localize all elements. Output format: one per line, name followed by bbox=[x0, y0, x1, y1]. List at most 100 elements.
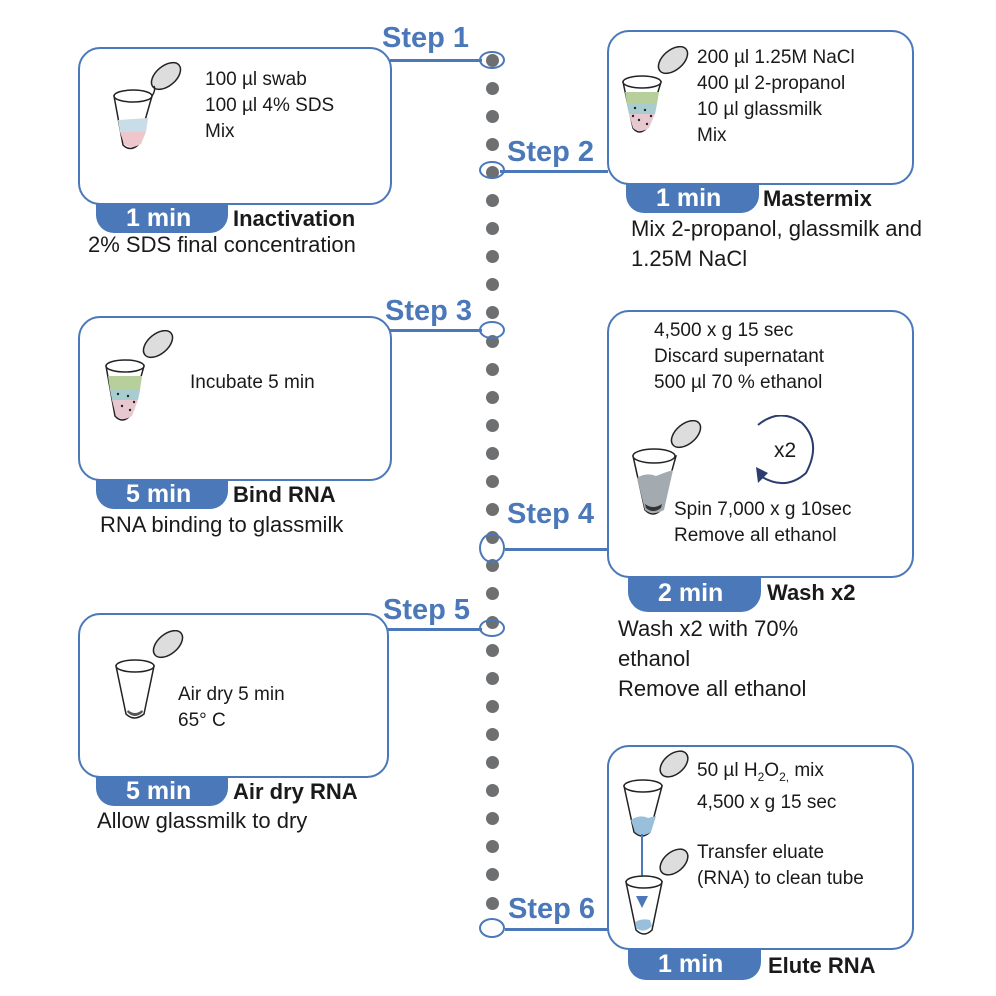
step-6-label: Step 6 bbox=[508, 893, 596, 925]
instruction-line: Mix bbox=[697, 125, 727, 146]
instruction-line: 200 µl 1.25M NaCl bbox=[697, 47, 855, 68]
tube-pink-blue-liquid-icon bbox=[113, 61, 182, 150]
instruction-line: 10 µl glassmilk bbox=[697, 99, 822, 120]
step-6-instructions-top: 50 µl H2O2, mix 4,500 x g 15 sec bbox=[697, 758, 836, 816]
tube-green-layered-glassmilk-icon bbox=[622, 46, 689, 133]
step-3-title: Bind RNA bbox=[233, 482, 336, 507]
instruction-line: Mix bbox=[205, 121, 235, 142]
timeline-ring-step-4 bbox=[479, 533, 505, 563]
instruction-line: 100 µl 4% SDS bbox=[205, 95, 335, 116]
timeline-ring-step-5 bbox=[479, 619, 505, 637]
step-4-connector bbox=[505, 548, 608, 551]
step-1-connector bbox=[390, 59, 482, 62]
timeline-dot bbox=[485, 784, 499, 798]
timeline-dot bbox=[485, 475, 499, 488]
repeat-cycle-icon bbox=[756, 415, 814, 484]
step-5-instructions: Air dry 5 min 65° C bbox=[178, 682, 285, 734]
timeline-dot bbox=[485, 503, 499, 517]
step-4-box bbox=[607, 310, 914, 578]
step-2-time-badge: 1 min bbox=[626, 183, 759, 213]
tube-empty-pellet-icon bbox=[115, 630, 184, 719]
step-2-title: Mastermix bbox=[763, 186, 872, 211]
timeline-ring-step-3 bbox=[479, 321, 505, 339]
step-5-label: Step 5 bbox=[383, 594, 471, 626]
step-3-label: Step 3 bbox=[385, 295, 473, 327]
step-2-box bbox=[607, 30, 914, 185]
tube-blue-eluate-icon bbox=[623, 750, 689, 935]
step-5-time-badge: 5 min bbox=[96, 776, 228, 806]
timeline-dot bbox=[485, 418, 499, 432]
timeline-dot bbox=[485, 812, 499, 826]
instruction-line: Transfer eluate bbox=[697, 842, 825, 863]
timeline-dot bbox=[485, 137, 499, 151]
step-6-connector bbox=[505, 928, 608, 931]
instruction-line: 500 µl 70 % ethanol bbox=[654, 372, 823, 393]
instruction-line: 100 µl swab bbox=[205, 69, 307, 90]
step-6-box bbox=[607, 745, 914, 950]
step-2-connector bbox=[500, 170, 608, 173]
timeline-dot bbox=[485, 390, 499, 404]
step-1-label: Step 1 bbox=[382, 22, 470, 54]
timeline-dot bbox=[485, 222, 499, 236]
instruction-line: 400 µl 2-propanol bbox=[697, 73, 846, 94]
step-3-time-badge: 5 min bbox=[96, 479, 228, 509]
step-5-title: Air dry RNA bbox=[233, 779, 358, 804]
instruction-line: Discard supernatant bbox=[654, 346, 825, 367]
timeline-dot bbox=[485, 278, 499, 292]
timeline-dot bbox=[485, 194, 499, 207]
timeline-dot bbox=[485, 81, 499, 95]
timeline-dot bbox=[485, 868, 499, 882]
step-4-instructions-bottom: Spin 7,000 x g 10sec Remove all ethanol bbox=[674, 497, 851, 549]
timeline-dot bbox=[485, 896, 499, 910]
step-6-time-badge: 1 min bbox=[628, 948, 761, 980]
step-3-connector bbox=[390, 329, 482, 332]
timeline-dot bbox=[485, 756, 499, 769]
instruction-line: Remove all ethanol bbox=[674, 525, 837, 546]
description-line: ethanol bbox=[618, 646, 691, 671]
step-3-instructions: Incubate 5 min bbox=[190, 370, 315, 396]
instruction-line: Incubate 5 min bbox=[190, 372, 315, 393]
step-4-instructions-top: 4,500 x g 15 sec Discard supernatant 500… bbox=[654, 318, 824, 396]
step-6-instructions-bottom: Transfer eluate (RNA) to clean tube bbox=[697, 840, 864, 892]
timeline-ring-step-1 bbox=[479, 51, 505, 69]
timeline-dot bbox=[485, 587, 499, 601]
instruction-line: 4,500 x g 15 sec bbox=[697, 791, 837, 813]
description-line: Wash x2 with 70% bbox=[618, 616, 799, 641]
step-3-description: RNA binding to glassmilk bbox=[100, 512, 344, 537]
timeline-dot bbox=[485, 643, 499, 657]
step-5-description: Allow glassmilk to dry bbox=[97, 808, 308, 833]
description-line: Remove all ethanol bbox=[618, 676, 807, 701]
timeline-dot bbox=[485, 727, 499, 741]
step-4-time-badge: 2 min bbox=[628, 576, 761, 612]
step-2-label: Step 2 bbox=[507, 136, 595, 168]
instruction-line: 65° C bbox=[178, 710, 226, 731]
step-5-connector bbox=[388, 628, 482, 631]
timeline-ring-step-6 bbox=[479, 918, 505, 938]
timeline-dot bbox=[485, 840, 499, 854]
timeline-dot bbox=[485, 306, 499, 320]
instruction-line: Spin 7,000 x g 10sec bbox=[674, 499, 852, 520]
timeline-dot bbox=[485, 699, 499, 713]
step-1-description: 2% SDS final concentration bbox=[88, 232, 356, 257]
step-4-label: Step 4 bbox=[507, 498, 595, 530]
step-2-instructions: 200 µl 1.25M NaCl 400 µl 2-propanol 10 µ… bbox=[697, 45, 855, 149]
timeline-dot bbox=[485, 250, 499, 264]
instruction-line: 4,500 x g 15 sec bbox=[654, 320, 794, 341]
step-4-description: Wash x2 with 70% ethanol Remove all etha… bbox=[618, 614, 806, 704]
step-6-title: Elute RNA bbox=[768, 953, 876, 978]
timeline-dot bbox=[485, 671, 499, 685]
step-1-time-badge: 1 min bbox=[96, 203, 228, 233]
instruction-line: Air dry 5 min bbox=[178, 684, 285, 705]
tube-grey-ethanol-icon bbox=[632, 420, 702, 515]
timeline-dot bbox=[485, 109, 499, 123]
step-4-repeat-label: x2 bbox=[774, 439, 797, 462]
timeline-dot bbox=[485, 362, 499, 376]
timeline-dot bbox=[485, 446, 499, 460]
tube-green-layered-glassmilk-icon bbox=[105, 330, 174, 421]
step-1-title: Inactivation bbox=[233, 206, 356, 231]
instruction-line: (RNA) to clean tube bbox=[697, 868, 864, 889]
step-2-description: Mix 2-propanol, glassmilk and 1.25M NaCl bbox=[631, 216, 923, 271]
instruction-line: 50 µl H2O2, mix bbox=[697, 760, 824, 784]
step-1-instructions: 100 µl swab 100 µl 4% SDS Mix bbox=[205, 67, 334, 145]
step-4-title: Wash x2 bbox=[767, 580, 856, 605]
